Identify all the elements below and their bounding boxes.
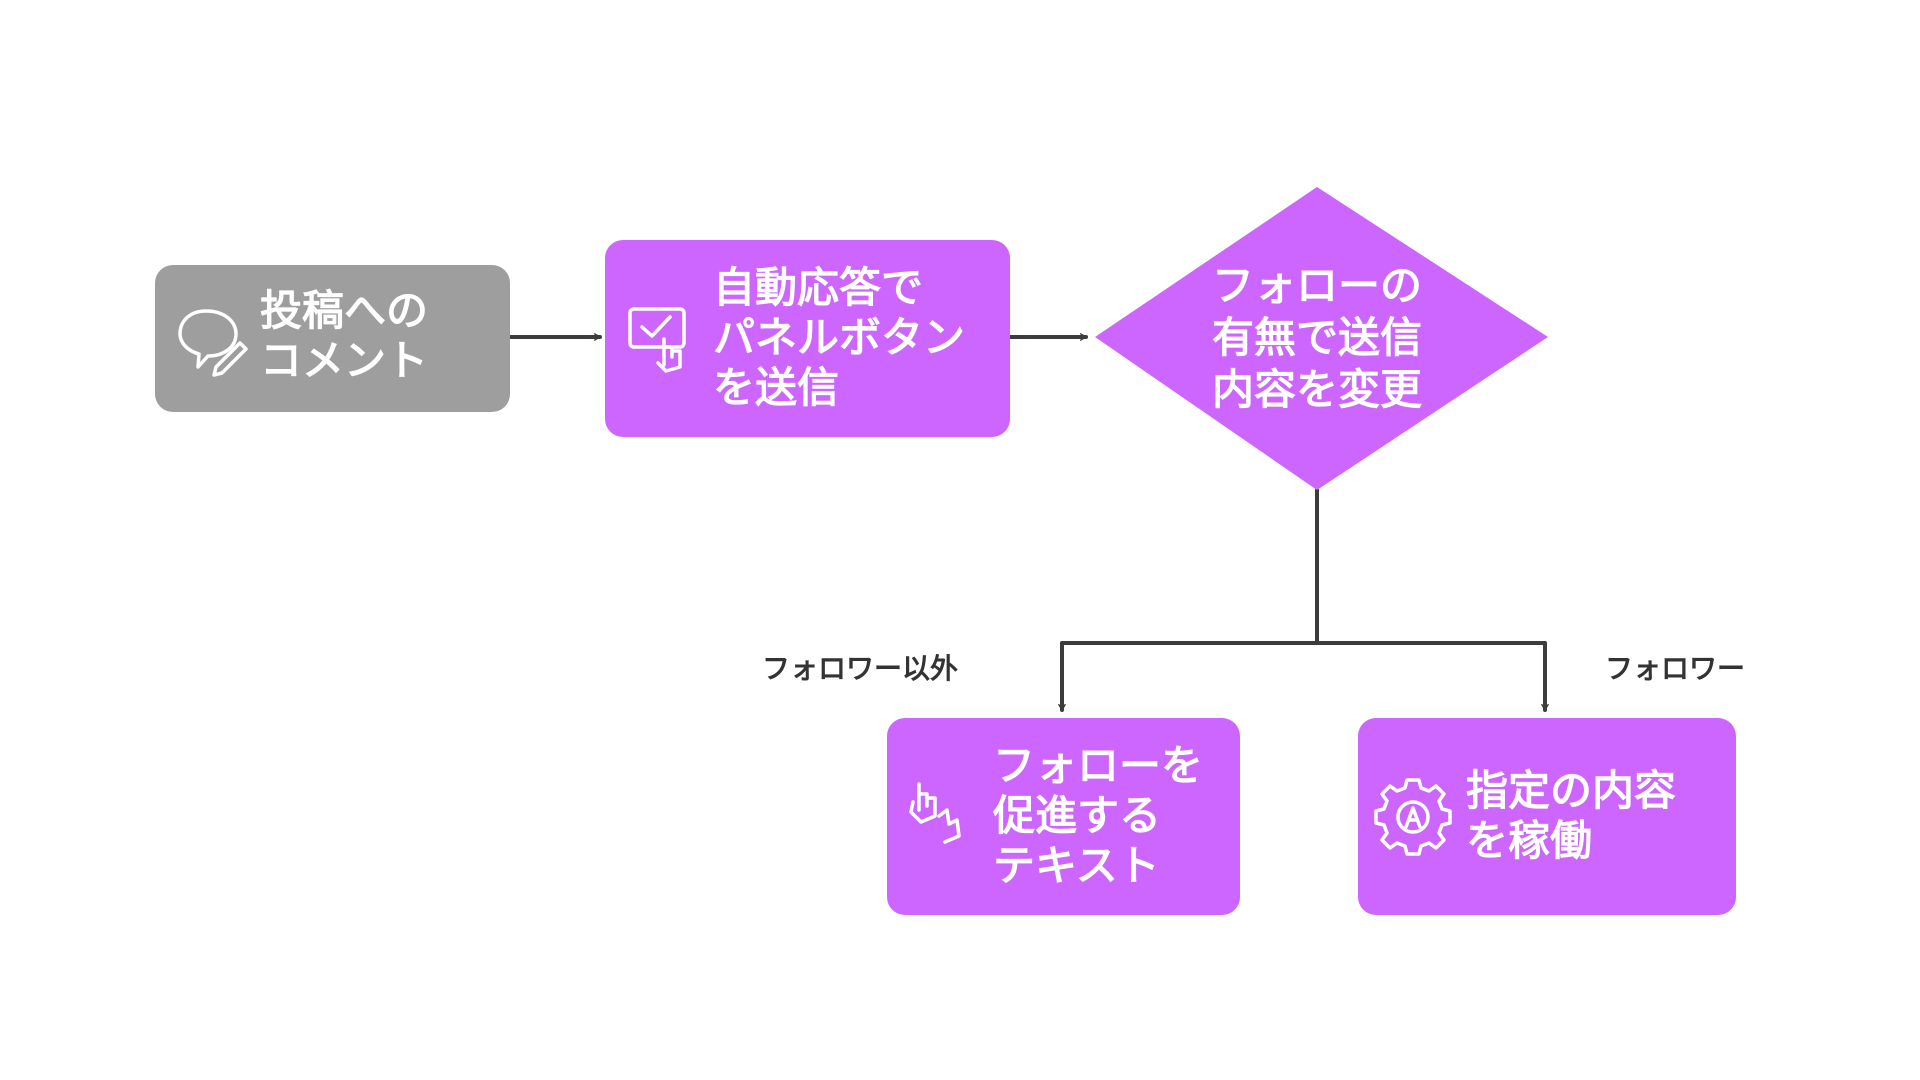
node-decision-line-2: 有無で送信 xyxy=(1212,313,1422,362)
node-comment-line-2: コメント xyxy=(260,336,428,385)
node-decision: フォローの 有無で送信 内容を変更 xyxy=(1095,187,1548,490)
node-promote-line-1: フォローを xyxy=(993,741,1203,790)
edge-branch-non-follower xyxy=(1058,641,1319,712)
node-run-box xyxy=(1358,718,1736,915)
node-decision-line-3: 内容を変更 xyxy=(1212,365,1423,414)
node-auto-reply-line-3: を送信 xyxy=(713,363,839,412)
node-run-line-1: 指定の内容 xyxy=(1466,766,1676,815)
touch-screen-check-icon xyxy=(628,307,686,373)
node-auto-reply-box xyxy=(605,240,1010,437)
node-comment-box xyxy=(155,265,510,412)
node-decision-diamond xyxy=(1095,187,1548,490)
edge-branch-follower xyxy=(1315,641,1549,712)
node-promote-line-2: 促進する xyxy=(992,791,1161,840)
node-promote-box xyxy=(887,718,1240,915)
node-run-line-2: を稼働 xyxy=(1466,816,1592,865)
hand-pointing-icon xyxy=(909,782,961,844)
node-auto-reply-line-2: パネルボタン xyxy=(713,313,965,362)
node-comment-line-1: 投稿への xyxy=(260,286,428,335)
edge-label-follower: フォロワー xyxy=(1605,652,1745,685)
node-promote: フォローを 促進する テキスト xyxy=(887,718,1240,915)
speech-bubble-pencil-icon xyxy=(178,309,248,377)
node-run: 指定の内容 を稼働 xyxy=(1358,718,1736,915)
node-auto-reply-line-1: 自動応答で xyxy=(713,263,923,312)
node-auto-reply: 自動応答で パネルボタン を送信 xyxy=(605,240,1010,437)
node-decision-line-1: フォローの xyxy=(1212,261,1422,310)
node-comment: 投稿への コメント xyxy=(155,265,510,412)
node-promote-line-3: テキスト xyxy=(993,841,1160,890)
gear-icon xyxy=(1374,778,1452,856)
edge-label-non-follower: フォロワー以外 xyxy=(762,652,958,685)
